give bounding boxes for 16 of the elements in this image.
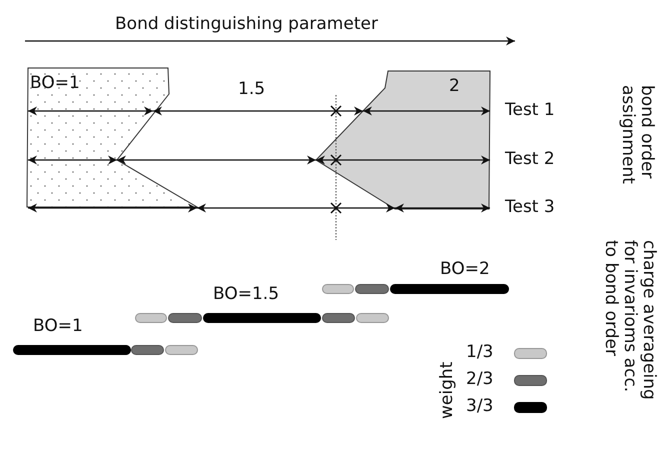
legend-title: weight: [438, 360, 458, 419]
bond-order-label: BO=1.5: [213, 285, 280, 304]
test-label: Test 3: [505, 198, 555, 217]
test-label: Test 1: [505, 101, 555, 120]
test-label: Test 2: [505, 150, 555, 169]
legend-label: 1/3: [466, 343, 494, 362]
bond-order-label: BO=1: [33, 317, 83, 336]
bond-order-label: BO=2: [440, 260, 490, 279]
legend-label: 2/3: [466, 370, 494, 389]
section-title: bond order assignment: [617, 85, 656, 186]
legend-label: 3/3: [466, 397, 494, 416]
axis-title: Bond distinguishing parameter: [115, 15, 378, 34]
section-title: charge averageing for invarioms acc. to bond order: [600, 240, 658, 402]
region-label: 1.5: [238, 80, 266, 99]
region-label: 2: [449, 77, 460, 96]
region-label: BO=1: [30, 74, 80, 93]
